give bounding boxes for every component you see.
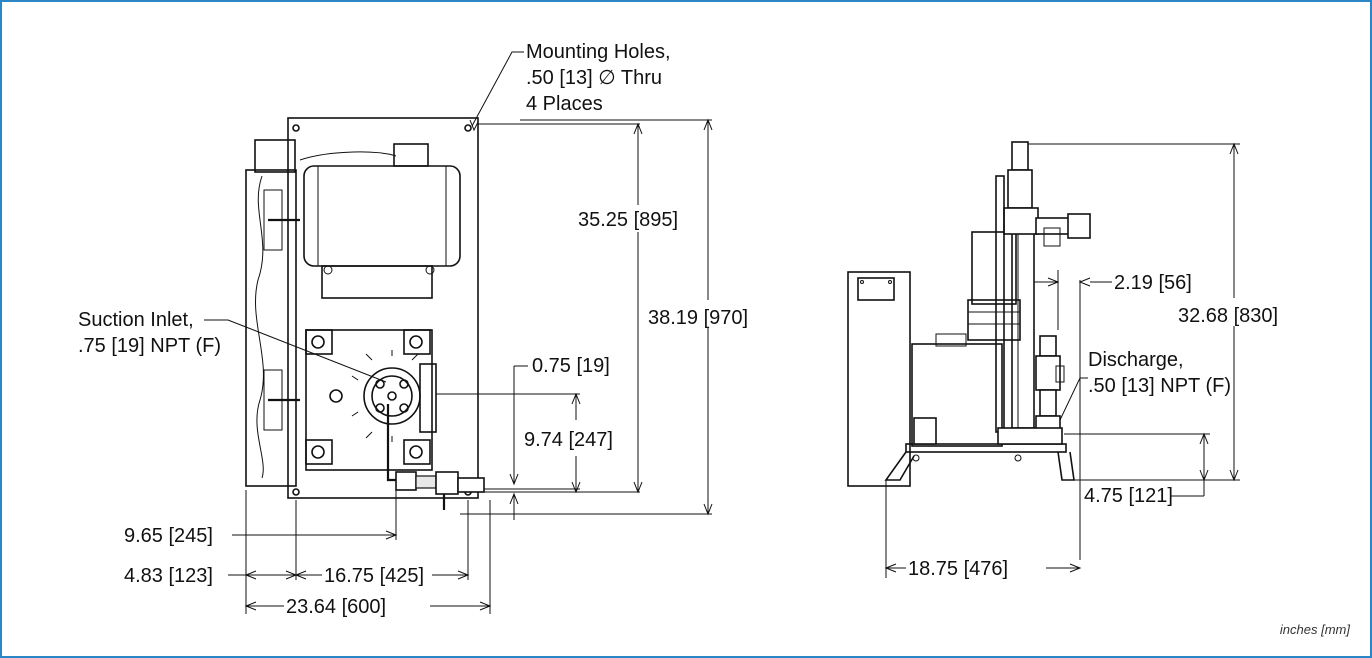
base-skid xyxy=(905,443,1067,453)
suction-inlet-spec: .75 [19] NPT (F) xyxy=(78,335,221,357)
dim-4-83-label: 4.83 [123] xyxy=(124,565,213,587)
dim-9-65-label: 9.65 [245] xyxy=(124,525,213,547)
dim-35-25-label: 35.25 [895] xyxy=(578,209,678,231)
dim-18-75-label: 18.75 [476] xyxy=(908,558,1008,580)
mounting-hole-icon xyxy=(292,488,300,496)
dim-9-74-label: 9.74 [247] xyxy=(524,429,613,451)
dim-23-64-label: 23.64 [600] xyxy=(286,596,386,618)
mounting-hole-icon xyxy=(464,124,472,132)
dim-4-75-label: 4.75 [121] xyxy=(1084,485,1173,507)
discharge-title: Discharge, xyxy=(1088,349,1184,371)
dim-2-19-label: 2.19 [56] xyxy=(1114,272,1192,294)
mounting-holes-spec: .50 [13] ∅ Thru xyxy=(526,67,662,89)
dim-38-19-label: 38.19 [970] xyxy=(648,307,748,329)
mounting-holes-places: 4 Places xyxy=(526,93,603,115)
mounting-holes-title: Mounting Holes, xyxy=(526,41,671,63)
mounting-hole-icon xyxy=(292,124,300,132)
belt-guard xyxy=(245,169,297,487)
units-note: inches [mm] xyxy=(1280,622,1350,637)
discharge-spec: .50 [13] NPT (F) xyxy=(1088,375,1231,397)
suction-inlet-title: Suction Inlet, xyxy=(78,309,194,331)
mounting-plate xyxy=(287,117,479,499)
dim-16-75-label: 16.75 [425] xyxy=(324,565,424,587)
control-box xyxy=(847,271,911,487)
side-view: 2.19 [56] 32.68 [830] Discharge, .50 [13… xyxy=(847,141,1278,580)
motor xyxy=(303,165,461,267)
pump-body xyxy=(911,343,1003,447)
dim-32-68-label: 32.68 [830] xyxy=(1178,305,1278,327)
front-view: 35.25 [895] 38.19 [970] 0.75 [19] 9.74 [… xyxy=(78,41,748,618)
dim-0-75-label: 0.75 [19] xyxy=(532,355,610,377)
